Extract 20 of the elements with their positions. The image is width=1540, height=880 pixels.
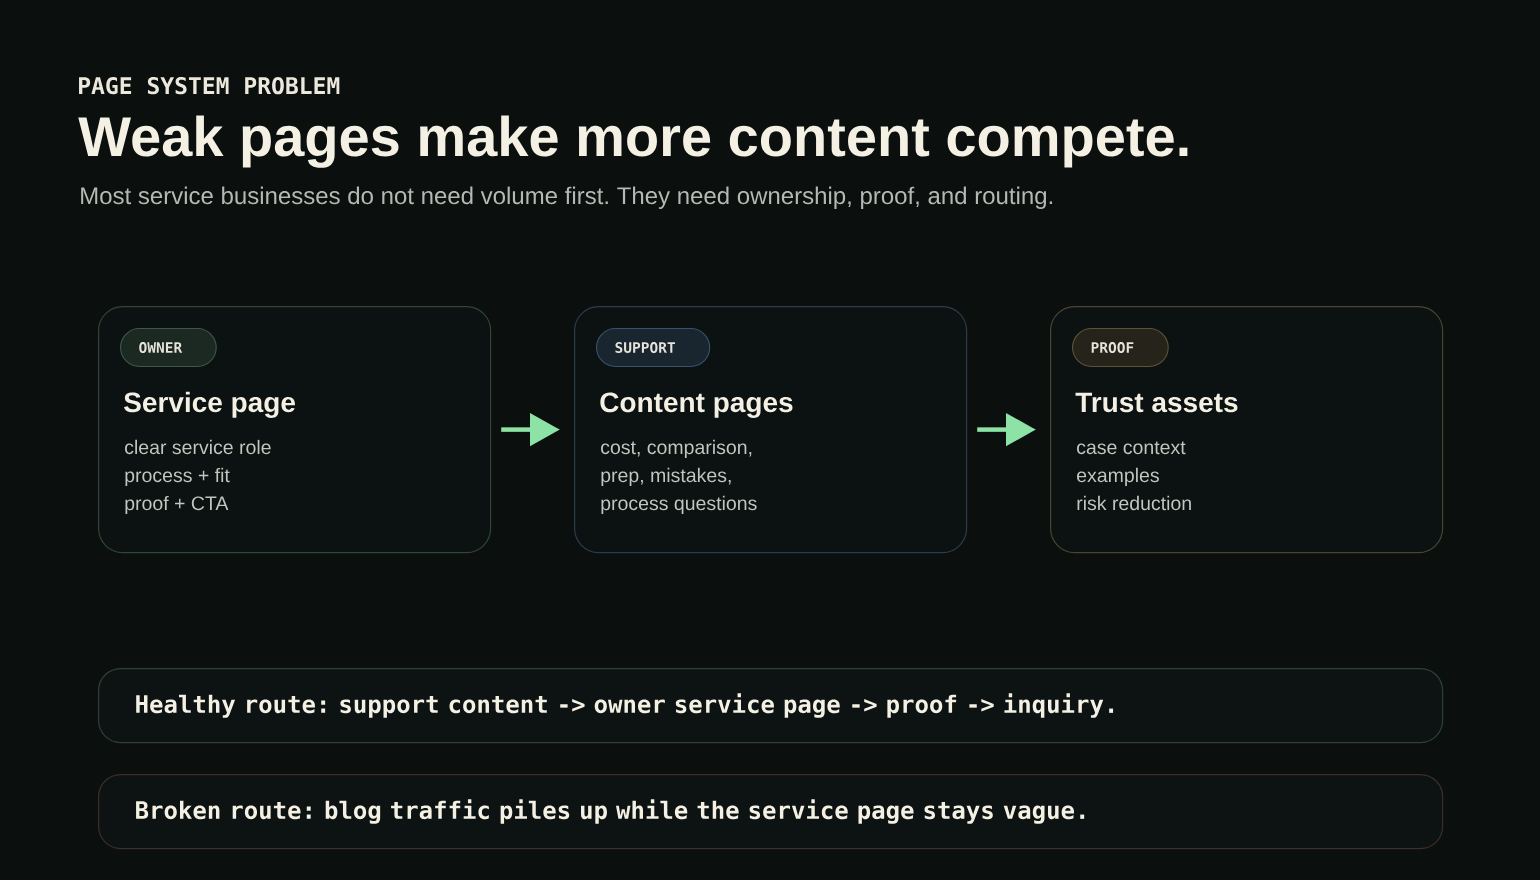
tag-pill: SUPPORT — [596, 328, 711, 368]
card-text: clear service role — [125, 439, 271, 455]
card-heading: Service page — [124, 391, 295, 418]
tag-pill: PROOF — [1072, 328, 1169, 368]
card-text: process questions — [601, 495, 757, 515]
title: Weak pages make more content compete. — [78, 115, 1188, 168]
eyebrow-label: PAGE SYSTEM PROBLEM — [79, 76, 340, 95]
text-banner: Healthy route: support content -> owner service page -> proof -> inquiry. — [98, 668, 1444, 744]
subtitle: Most service businesses do not need volume first. They need ownership, proof, and routing. — [81, 186, 1053, 209]
text-banner: Broken route: blog traffic piles up while the service page stays vague. — [98, 774, 1444, 850]
card-text: cost, comparison, — [601, 439, 752, 459]
card-text: examples — [1077, 467, 1159, 487]
card-text: proof + CTA — [125, 495, 229, 515]
card-heading: Content pages — [600, 392, 793, 418]
card-heading: Trust assets — [1075, 392, 1238, 413]
tag-pill: OWNER — [120, 328, 217, 368]
card-text: risk reduction — [1077, 495, 1191, 511]
card-text: case context — [1077, 441, 1186, 455]
card-text: process + fit — [125, 467, 230, 487]
card-text: prep, mistakes, — [601, 467, 731, 487]
